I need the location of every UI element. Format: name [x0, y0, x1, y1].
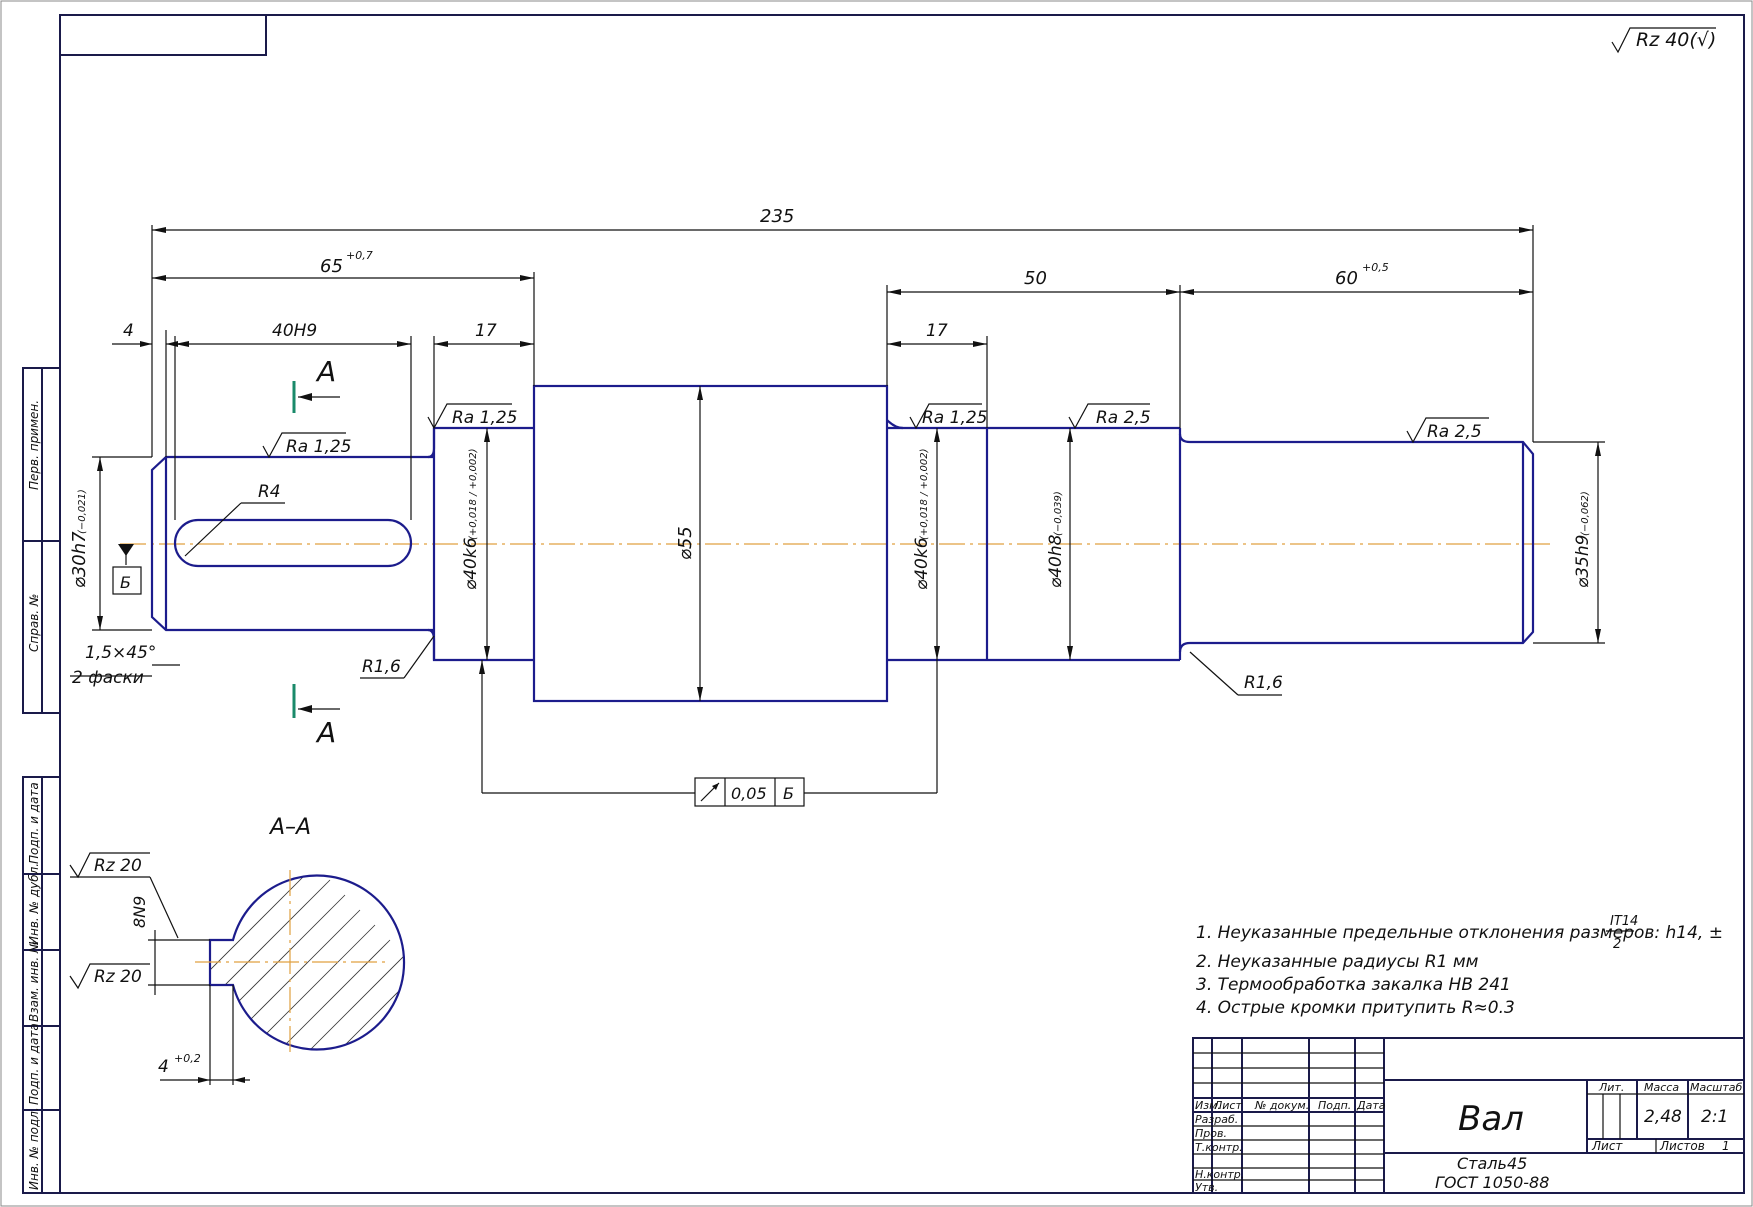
dia-40h8-tol: (−0,039)	[1053, 491, 1064, 536]
svg-text:Т.контр.: Т.контр.	[1195, 1141, 1243, 1154]
chamfer-size: 1,5×45°	[85, 643, 156, 663]
top-left-stamp	[59, 14, 267, 56]
radius-right: R1,6	[1244, 673, 1283, 693]
svg-text:Изм.: Изм.	[1195, 1099, 1221, 1112]
section-cut-markers: А А	[292, 355, 340, 749]
dia-35: ⌀35h9	[1573, 535, 1593, 588]
svg-text:Лист: Лист	[1591, 1139, 1623, 1153]
note-fraction-den: 2	[1613, 937, 1621, 952]
svg-text:Лит.: Лит.	[1598, 1081, 1624, 1094]
roughness-mark: Ra 2,5	[1096, 408, 1151, 428]
svg-text:№ докум.: № докум.	[1254, 1099, 1309, 1112]
key-depth: 4	[158, 1057, 169, 1077]
section-title: А–А	[268, 815, 311, 840]
dim-overall: 235	[760, 206, 794, 227]
svg-text:Rz 40(√): Rz 40(√)	[1636, 29, 1716, 51]
dia-35-tol: (−0,062)	[1580, 491, 1591, 536]
key-width: 8N9	[130, 896, 149, 928]
roughness-mark: Ra 1,25	[452, 408, 518, 428]
dim-left-step: 65	[320, 256, 343, 277]
material-grade: Сталь45	[1457, 1154, 1527, 1173]
note-line: 4. Острые кромки притупить R≈0.3	[1196, 998, 1515, 1018]
roughness-mark: Ra 1,25	[286, 437, 352, 457]
dim-neck-left: 17	[475, 321, 497, 341]
dim-right-step: 50	[1024, 268, 1047, 289]
tolerance-datum: Б	[783, 784, 794, 803]
dia-40k6-b: ⌀40k6	[912, 537, 932, 590]
dia-40k6-a-tol: (+0,018 / +0,002)	[468, 448, 479, 540]
svg-text:Лист: Лист	[1213, 1099, 1242, 1112]
dim-chamfer-gap: 4	[123, 321, 134, 341]
dim-keyway-len: 40H9	[272, 321, 317, 341]
side-strip: Перв. примен. Справ. № Подп. и дата Инв.…	[22, 367, 61, 1194]
radius-labels: R4 R1,6 R1,6 1,5×45° 2 фаски	[72, 482, 1283, 696]
key-depth-tol: +0,2	[174, 1052, 201, 1065]
svg-text:Масштаб: Масштаб	[1690, 1081, 1742, 1094]
dim-neck-right: 17	[926, 321, 948, 341]
general-roughness: Rz 40(√)	[1611, 27, 1716, 54]
side-label: Справ. №	[27, 594, 41, 652]
dia-40h8: ⌀40h8	[1046, 534, 1066, 588]
chamfer-note: 2 фаски	[72, 668, 144, 688]
svg-text:Масса: Масса	[1644, 1081, 1679, 1094]
dim-end-step-tol: +0,5	[1362, 261, 1389, 274]
side-label: Инв. № подл.	[27, 1107, 41, 1190]
scale-value: 2:1	[1701, 1107, 1728, 1127]
roughness-mark: Rz 20	[94, 967, 142, 987]
svg-text:Подп.: Подп.	[1318, 1099, 1351, 1112]
section-view: А–А	[69, 815, 406, 1085]
dia-40k6-b-tol: (+0,018 / +0,002)	[919, 448, 930, 540]
side-label: Перв. примен.	[27, 400, 41, 490]
note-fraction-num: IT14	[1610, 914, 1638, 929]
roughness-mark: Rz 20	[94, 856, 142, 876]
dia-40k6-a: ⌀40k6	[461, 537, 481, 590]
cut-label-top: А	[315, 355, 336, 388]
svg-text:Листов: Листов	[1659, 1139, 1705, 1153]
side-label: Подп. и дата	[27, 782, 41, 864]
tolerance-value: 0,05	[731, 784, 767, 803]
dim-end-step: 60	[1335, 268, 1358, 289]
diameter-labels: ⌀30h7 (−0,021) ⌀40k6 (+0,018 / +0,002) ⌀…	[69, 448, 1593, 590]
roughness-mark: Ra 2,5	[1427, 422, 1482, 442]
title-block: Изм. Лист № докум. Подп. Дата Разраб. Пр…	[1192, 1037, 1745, 1194]
datum-and-tolerance: Б 0,05 Б	[112, 544, 938, 807]
note-line: 3. Термообработка закалка HB 241	[1196, 975, 1511, 995]
side-label: Подп. и дата	[27, 1023, 41, 1105]
note-line: 2. Неуказанные радиусы R1 мм	[1196, 952, 1479, 972]
side-label: Взам. инв. №	[27, 941, 41, 1022]
technical-notes: 1. Неуказанные предельные отклонения раз…	[1196, 914, 1723, 1018]
mass-value: 2,48	[1644, 1107, 1682, 1127]
dia-30-tol: (−0,021)	[77, 489, 88, 534]
note-line: 1. Неуказанные предельные отклонения раз…	[1196, 923, 1723, 943]
roughness-mark: Ra 1,25	[922, 408, 988, 428]
dia-30: ⌀30h7	[69, 531, 90, 588]
sheets-value: 1	[1722, 1139, 1730, 1153]
svg-text:Н.контр.: Н.контр.	[1195, 1168, 1244, 1181]
dia-55: ⌀55	[675, 526, 696, 560]
shaft-outline	[120, 384, 1552, 703]
cut-label-bottom: А	[315, 716, 336, 749]
svg-text:Разраб.: Разраб.	[1195, 1113, 1238, 1126]
svg-text:Пров.: Пров.	[1195, 1127, 1227, 1140]
dim-left-step-tol: +0,7	[346, 249, 373, 262]
datum-label: Б	[120, 573, 131, 592]
svg-text:Дата: Дата	[1356, 1099, 1386, 1112]
part-name: Вал	[1458, 1099, 1524, 1139]
material-standard: ГОСТ 1050-88	[1435, 1173, 1549, 1192]
roughness-marks: Ra 1,25 Ra 1,25 Ra 1,25 Ra 2,5 Ra 2,5	[262, 403, 1489, 459]
keyway-slot	[173, 518, 413, 568]
dimension-lines: 235 65 +0,7 4 40H9 17 50	[70, 206, 1605, 701]
radius-left: R1,6	[362, 657, 401, 677]
side-label: Инв. № дубл.	[27, 863, 41, 945]
svg-text:Утв.: Утв.	[1195, 1181, 1218, 1194]
radius-key: R4	[258, 482, 281, 502]
